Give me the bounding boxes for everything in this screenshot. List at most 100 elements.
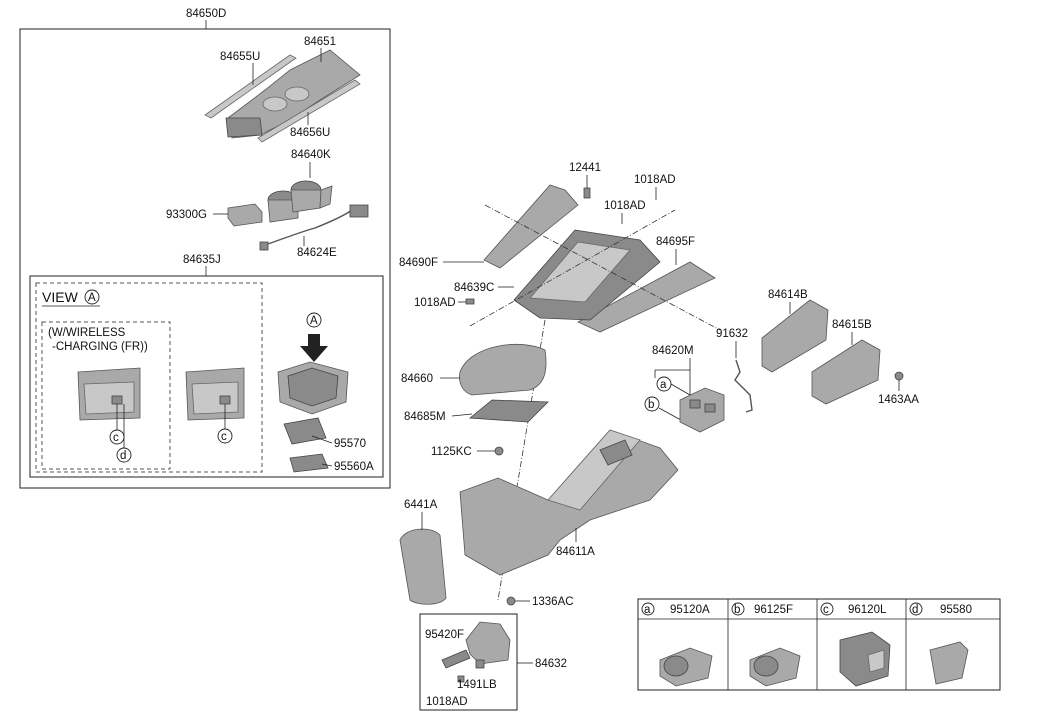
callout-a-text: a (660, 379, 667, 391)
legend-d-part: 95580 (940, 604, 972, 616)
bracket-84632 (465, 621, 511, 665)
cup-holder-body-right (290, 189, 322, 213)
pad-95560A (289, 453, 329, 473)
label-84640K: 84640K (291, 149, 331, 161)
legend-a-part: 95120A (670, 604, 710, 616)
label-1463AA: 1463AA (878, 394, 919, 406)
clip-1336AC (506, 596, 516, 606)
legend-c-letter: c (823, 604, 829, 616)
bracket-box-84632 (419, 613, 518, 711)
side-rail-84690F (483, 184, 579, 269)
rear-panel-6441A (399, 528, 447, 605)
callout-d-1 (116, 447, 132, 463)
wireless-tray-inner (83, 381, 135, 415)
label-1125KC: 1125KC (431, 446, 472, 458)
screw-12441 (583, 187, 591, 199)
screw-1018AD-d (457, 675, 465, 683)
pad-95570 (283, 417, 327, 445)
legend-part-96125F-face (753, 655, 779, 677)
label-12441: 12441 (569, 162, 601, 174)
label-84655U: 84655U (220, 51, 260, 63)
label-95570: 95570 (334, 438, 366, 450)
switch-panel-84620M (679, 387, 725, 433)
screw-1125KC (494, 446, 504, 456)
connector-end (259, 241, 269, 251)
label-84695F: 84695F (656, 236, 695, 248)
legend-table (637, 598, 1001, 691)
cup-opening-2 (284, 86, 310, 102)
label-1336AC: 1336AC (532, 596, 574, 608)
callout-b (644, 396, 660, 412)
label-1018AD-d: 1018AD (426, 696, 468, 708)
view-direction-arrow (300, 334, 328, 362)
wireless-line-1: (W/WIRELESS (48, 327, 126, 339)
label-84639C: 84639C (454, 282, 494, 294)
view-a-box (29, 275, 384, 478)
label-84620M: 84620M (652, 345, 694, 357)
label-84650D: 84650D (186, 8, 226, 20)
wireless-usb-port (111, 395, 123, 405)
legend-b-letter: b (734, 604, 740, 616)
callout-c-1-text: c (113, 432, 119, 444)
standard-tray-inner (191, 381, 239, 415)
cup-opening-1 (262, 96, 288, 112)
switch-port-1 (689, 399, 701, 409)
side-rail-84695F (577, 261, 716, 333)
label-84651: 84651 (304, 36, 336, 48)
label-84632: 84632 (535, 658, 567, 670)
console-cup-recess (599, 439, 633, 466)
wireless-line-2: -CHARGING (FR)) (52, 341, 148, 353)
bracket-95420F (441, 649, 471, 669)
callout-d-1-text: d (120, 450, 126, 462)
usb-module-93300G (227, 203, 263, 227)
legend-c-part: 96120L (848, 604, 887, 616)
cup-holder-body-left (267, 199, 299, 223)
side-cover-84614B (761, 299, 829, 373)
legend-part-96120L-port (867, 649, 885, 673)
legend-b-circle (731, 602, 745, 616)
screw-1018AD-c (465, 298, 475, 305)
view-title: VIEW (42, 289, 79, 305)
label-1018AD-c: 1018AD (414, 297, 456, 309)
assembly-box-84650D (19, 28, 391, 489)
bracket-84639C-inner (529, 241, 631, 303)
charging-pad-top (287, 367, 339, 407)
label-84614B: 84614B (768, 289, 808, 301)
connector-84624E (349, 204, 369, 218)
callout-c-2-text: c (221, 431, 227, 443)
label-95560A: 95560A (334, 461, 374, 473)
legend-a-letter: a (644, 604, 651, 616)
label-1491LB: 1491LB (457, 679, 497, 691)
side-cover-84615B (811, 339, 881, 405)
label-84690F: 84690F (399, 257, 438, 269)
arrow-a-circle (306, 312, 322, 328)
legend-d-letter: d (912, 604, 918, 616)
label-84660: 84660 (401, 373, 433, 385)
screw-1463AA (894, 371, 904, 381)
legend-d-circle (909, 602, 923, 616)
label-93300G: 93300G (166, 209, 207, 221)
armrest-84660 (459, 344, 547, 396)
screw-1491LB (475, 659, 485, 669)
callout-c-2 (217, 428, 233, 444)
label-84685M: 84685M (404, 411, 446, 423)
label-84624E: 84624E (297, 247, 337, 259)
label-6441A: 6441A (404, 499, 438, 511)
legend-part-96120L (839, 631, 891, 687)
callout-b-text: b (648, 399, 654, 411)
callout-c-1 (109, 429, 125, 445)
label-1018AD-b: 1018AD (604, 200, 646, 212)
legend-part-95580 (929, 641, 969, 685)
legend-b-part: 96125F (754, 604, 793, 616)
label-84611A: 84611A (556, 546, 595, 558)
label-84635J: 84635J (183, 254, 221, 266)
wireless-charging-region (41, 321, 171, 470)
label-84615B: 84615B (832, 319, 872, 331)
view-letter: A (88, 292, 96, 304)
trim-strip-84656U (257, 79, 361, 143)
legend-part-95120A-face (663, 655, 689, 677)
bezel-pocket (225, 117, 263, 138)
pad-84685M (468, 399, 549, 423)
